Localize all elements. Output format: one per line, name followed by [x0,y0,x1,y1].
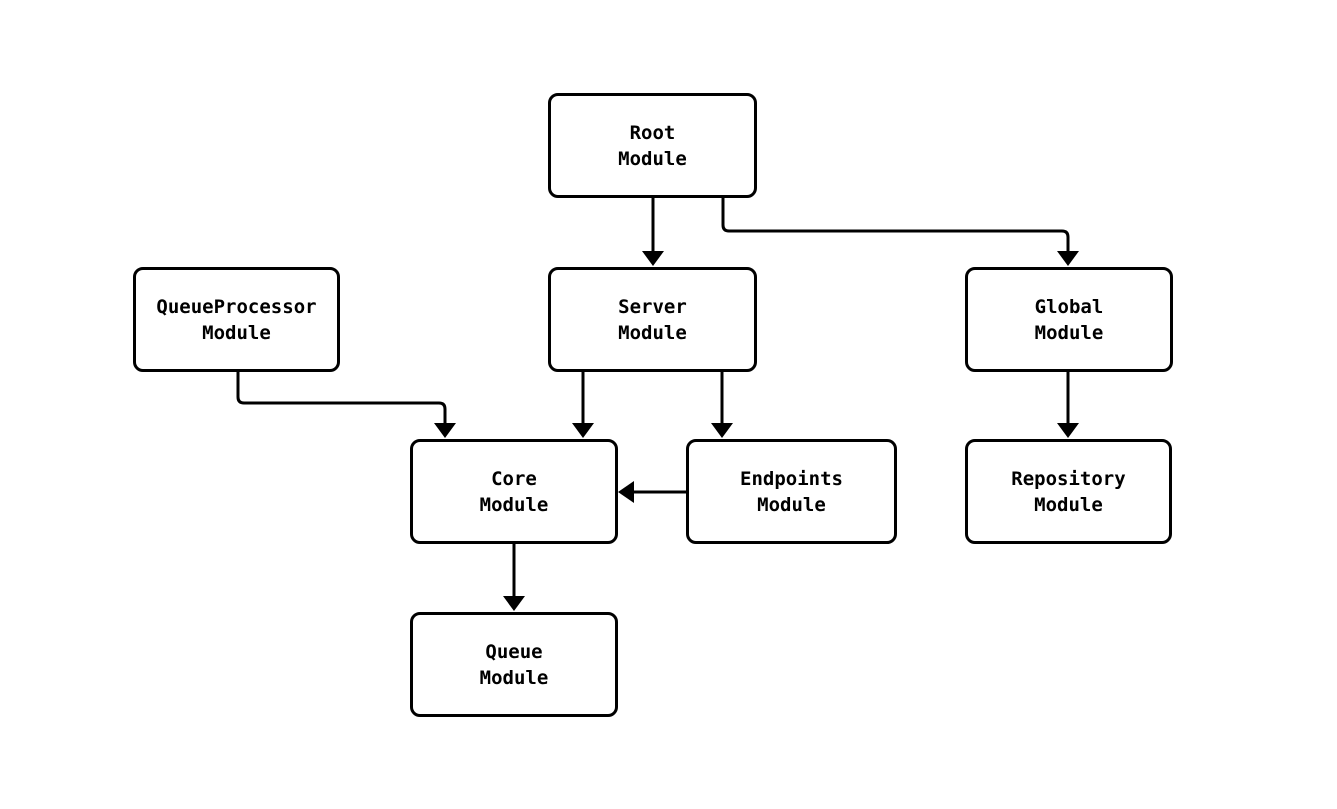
node-core-module: Core Module [410,439,618,544]
arrowhead-icon [618,481,634,503]
edge-root-to-global [721,198,1079,266]
edge-endpoints-to-core [618,481,686,503]
edge-line [721,198,1070,251]
node-root-module: Root Module [548,93,757,198]
edge-server-to-endpoints [711,372,733,438]
node-queueprocessor-module: QueueProcessor Module [133,267,340,372]
edge-server-to-core [572,372,594,438]
node-endpoints-module: Endpoints Module [686,439,897,544]
node-label: Global Module [1034,295,1104,344]
node-repository-module: Repository Module [965,439,1172,544]
node-global-module: Global Module [965,267,1173,372]
edge-core-to-queue [503,544,525,611]
arrowhead-icon [711,423,733,438]
node-label: Queue Module [479,640,549,689]
arrowhead-icon [503,596,525,611]
edge-global-to-repository [1057,372,1079,438]
node-label: Server Module [618,295,687,344]
node-label: Root Module [618,121,687,170]
arrowhead-icon [1057,251,1079,266]
node-label: Repository Module [1011,467,1126,516]
node-label: QueueProcessor Module [156,295,317,344]
arrowhead-icon [642,251,664,266]
node-label: Core Module [479,467,549,516]
arrowhead-icon [1057,423,1079,438]
edge-line [236,372,447,423]
arrowhead-icon [572,423,594,438]
edge-queueprocessor-to-core [236,372,456,438]
node-server-module: Server Module [548,267,757,372]
node-label: Endpoints Module [740,467,843,516]
arrowhead-icon [434,423,456,438]
edge-root-to-server [642,198,664,266]
node-queue-module: Queue Module [410,612,618,717]
